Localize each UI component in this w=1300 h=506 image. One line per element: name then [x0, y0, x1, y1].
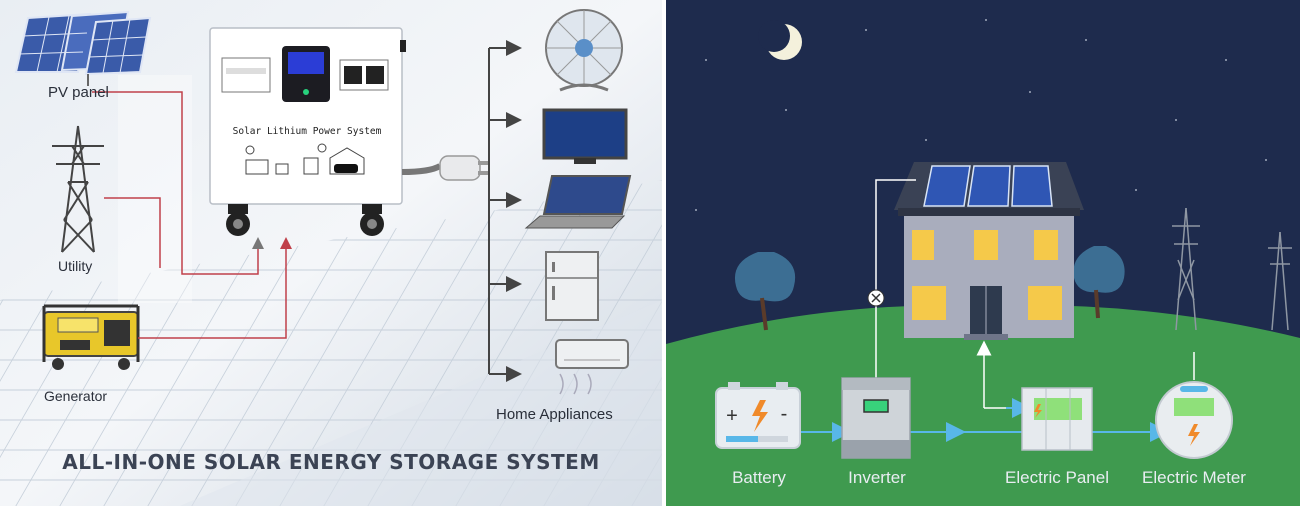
roof-solar-panels-icon — [924, 166, 1052, 206]
electric-meter-icon — [1156, 382, 1232, 458]
electric-meter-label: Electric Meter — [1142, 468, 1246, 488]
left-panel-title: ALL-IN-ONE SOLAR ENERGY STORAGE SYSTEM — [0, 450, 662, 474]
pv-panel-label: PV panel — [48, 84, 109, 101]
right-diagram-canvas: + - — [666, 0, 1300, 506]
electric-panel-label: Electric Panel — [1005, 468, 1109, 488]
battery-label: Battery — [732, 468, 786, 488]
night-grid-diagram: + - Battery Inverter E — [666, 0, 1300, 506]
tv-icon — [544, 110, 626, 164]
disconnect-icon — [868, 290, 884, 306]
home-appliances-label: Home Appliances — [496, 406, 613, 423]
inverter-icon — [842, 378, 910, 458]
device-label: Solar Lithium Power System — [212, 126, 402, 137]
inverter-label: Inverter — [848, 468, 906, 488]
battery-icon: + - — [716, 382, 800, 448]
svg-text:-: - — [781, 403, 788, 425]
generator-label: Generator — [44, 388, 107, 404]
left-diagram-canvas — [0, 0, 662, 506]
utility-label: Utility — [58, 258, 92, 274]
fridge-icon — [546, 252, 598, 320]
svg-text:+: + — [726, 405, 738, 427]
electric-panel-icon — [1022, 388, 1092, 450]
solar-storage-diagram: PV panel Utility Generator Home Applianc… — [0, 0, 662, 506]
